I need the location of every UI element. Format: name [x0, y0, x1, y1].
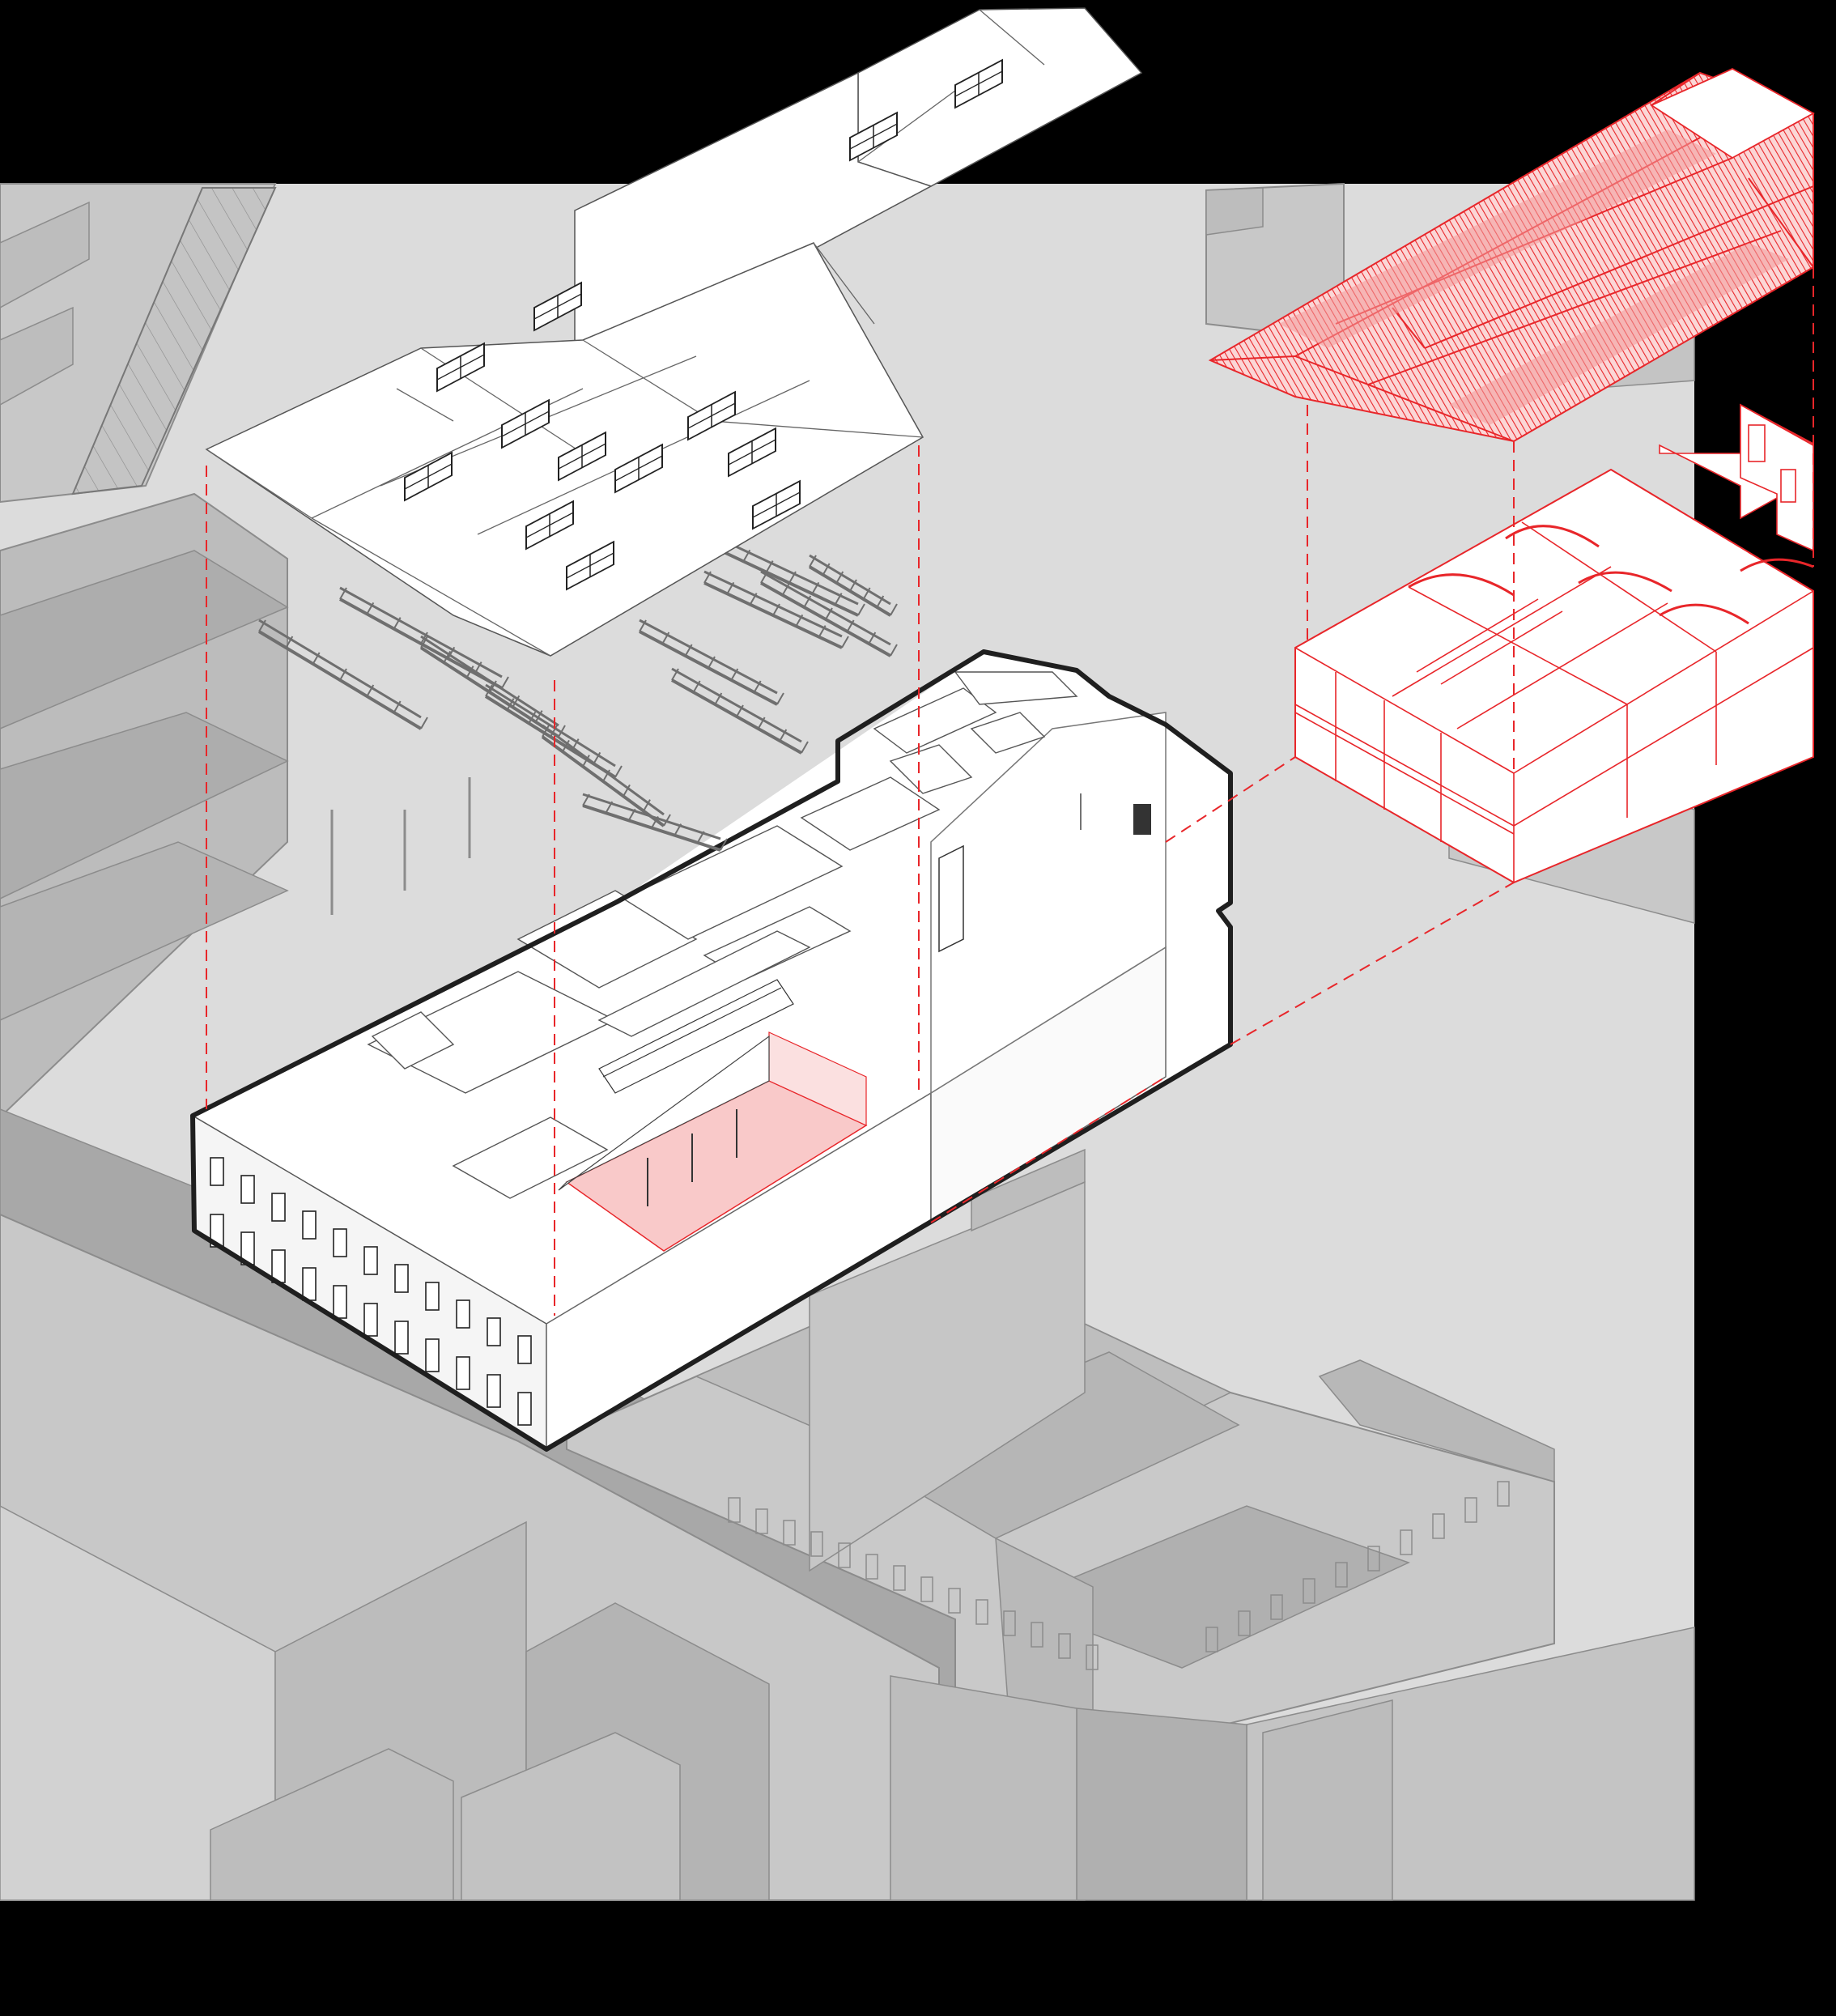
connector-lines [206, 267, 1814, 1316]
truss [720, 538, 865, 617]
facade-window [425, 1282, 440, 1311]
skylight [558, 431, 606, 482]
facade-window [363, 1303, 378, 1337]
context-window [1432, 1513, 1445, 1539]
context-window [1335, 1562, 1348, 1588]
existing-roof-upper [857, 7, 1143, 187]
roof-trusses [257, 538, 898, 852]
existing-roof-lower [205, 242, 924, 657]
truss [808, 554, 898, 617]
context-window [1205, 1627, 1218, 1652]
skylight [614, 443, 663, 494]
existing-building-outline [190, 649, 1233, 1452]
context-window [1058, 1633, 1071, 1659]
facade-window [333, 1285, 347, 1319]
context-curtain-wall [71, 187, 277, 495]
facade-windows [210, 1157, 532, 1426]
facade-window [333, 1228, 347, 1257]
context-windows [728, 1481, 1510, 1670]
context-window [1400, 1529, 1413, 1555]
skylight [566, 540, 614, 591]
context-window [755, 1508, 768, 1534]
facade-window [240, 1175, 255, 1204]
skylight [525, 500, 574, 551]
context-window [975, 1599, 988, 1625]
facade-window [302, 1210, 317, 1240]
existing-roof [205, 7, 1143, 657]
gallery-rail [598, 979, 794, 1094]
skylight [436, 342, 485, 393]
truss [257, 619, 428, 730]
skylight [501, 398, 550, 449]
facade-window [425, 1338, 440, 1372]
skylight [687, 390, 736, 441]
facade-window [487, 1374, 501, 1408]
context-window [1303, 1578, 1315, 1604]
truss [582, 793, 728, 852]
facade-window [517, 1392, 532, 1426]
roof-skylights [404, 58, 1003, 591]
facade-window [210, 1157, 224, 1186]
facade-window [271, 1193, 286, 1222]
context-window [865, 1554, 878, 1580]
facade-window [394, 1321, 409, 1355]
facade-window [394, 1264, 409, 1293]
tower-window [1133, 804, 1151, 835]
context-window [948, 1588, 961, 1614]
truss [703, 570, 849, 649]
context-window [1031, 1622, 1043, 1648]
skylight [849, 111, 898, 162]
context-window [1464, 1497, 1477, 1523]
new-roof [1208, 67, 1815, 443]
context-window [838, 1542, 851, 1568]
context-window [1367, 1546, 1380, 1572]
context-window [1003, 1610, 1016, 1636]
context-window [810, 1531, 823, 1557]
context-window [1270, 1594, 1283, 1620]
facade-window [487, 1317, 501, 1346]
context-window [783, 1520, 796, 1546]
existing-building [190, 649, 1233, 1452]
facade-window [456, 1299, 470, 1329]
context-window [1497, 1481, 1510, 1507]
facade-window [517, 1335, 532, 1364]
skylight [752, 479, 801, 530]
skylight [404, 451, 453, 502]
skylight [728, 427, 776, 478]
facade-window [363, 1246, 378, 1275]
facade-window [456, 1356, 470, 1390]
skylight [533, 281, 582, 332]
context-window [1238, 1610, 1251, 1636]
truss [760, 570, 898, 657]
context-window [1086, 1644, 1099, 1670]
truss [541, 724, 671, 827]
context-window [893, 1565, 906, 1591]
skylight [954, 58, 1003, 109]
truss [639, 619, 784, 706]
facade-window [302, 1267, 317, 1301]
context-window [728, 1497, 741, 1523]
truss [671, 667, 809, 755]
context-window [920, 1576, 933, 1602]
